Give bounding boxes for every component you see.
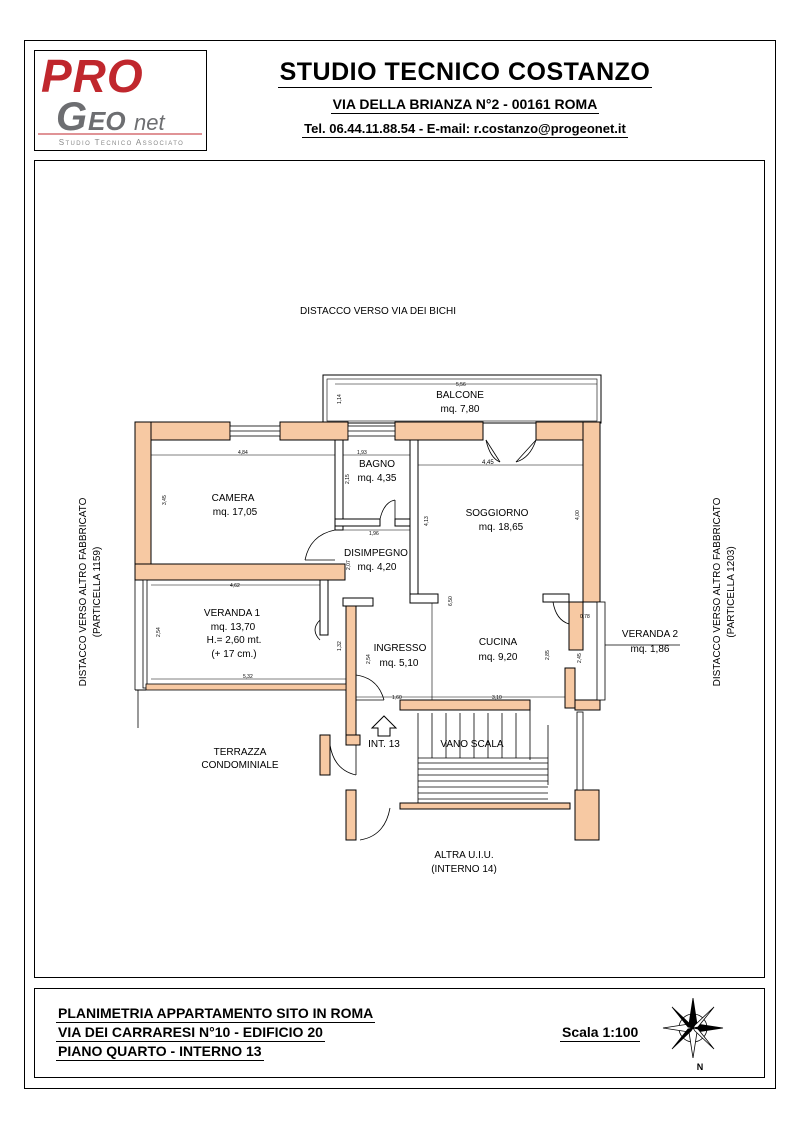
dim-disimpegno-w: 1,96 <box>369 531 379 537</box>
logo-net: net <box>134 110 165 135</box>
south-boundary-label: ALTRA U.I.U. <box>434 850 493 861</box>
footer-frame <box>34 988 765 1078</box>
drawing-frame <box>34 160 765 978</box>
room-veranda1-name: VERANDA 1 <box>204 608 261 619</box>
room-cucina-name: CUCINA <box>479 637 518 648</box>
room-veranda1-area: mq. 13,70 <box>211 622 256 633</box>
north-label: N <box>697 1062 704 1072</box>
entrance-label: INT. 13 <box>368 739 400 750</box>
dim-veranda1-w: 4,62 <box>230 583 240 589</box>
footer-line-2: VIA DEI CARRARESI N°10 - EDIFICIO 20 <box>56 1024 325 1042</box>
east-boundary-sub: (PARTICELLA 1203) <box>726 546 737 637</box>
room-veranda2-name: VERANDA 2 <box>622 629 679 640</box>
dim-ingresso-h: 2,54 <box>366 654 372 664</box>
dim-cucina-w: 3,10 <box>492 695 502 701</box>
room-disimpegno-area: mq. 4,20 <box>358 562 397 573</box>
dim-ingresso-w: 1,60 <box>392 695 402 701</box>
north-boundary-label: DISTACCO VERSO VIA DEI BICHI <box>300 306 456 317</box>
dim-soggiorno-h1: 4,13 <box>424 516 430 526</box>
dim-bagno-h: 2,15 <box>345 474 351 484</box>
west-boundary-label: DISTACCO VERSO ALTRO FABBRICATO <box>78 497 89 686</box>
dim-cucina-h: 2,85 <box>545 650 551 660</box>
west-boundary-sub: (PARTICELLA 1159) <box>92 547 103 638</box>
dim-veranda2-h: 2,45 <box>577 653 583 663</box>
east-boundary-label: DISTACCO VERSO ALTRO FABBRICATO <box>712 497 723 686</box>
studio-name: STUDIO TECNICO COSTANZO <box>277 58 653 88</box>
south-boundary-sub: (INTERNO 14) <box>431 864 497 875</box>
dim-camera-w: 4,84 <box>238 450 248 456</box>
room-balcone-name: BALCONE <box>436 390 484 401</box>
dim-soggiorno-w: 4,45 <box>482 460 494 466</box>
logo-pro: PRO <box>41 52 144 102</box>
studio-contact: Tel. 06.44.11.88.54 - E-mail: r.costanzo… <box>302 121 628 138</box>
room-balcone-area: mq. 7,80 <box>441 404 480 415</box>
room-camera-name: CAMERA <box>212 493 255 504</box>
terrace-label-1: TERRAZZA <box>214 747 267 758</box>
terrace-label-2: CONDOMINIALE <box>201 760 279 771</box>
dim-balcone-w: 5,56 <box>456 382 466 388</box>
room-bagno-area: mq. 4,35 <box>358 473 397 484</box>
dim-balcone-d: 1,14 <box>337 394 343 404</box>
studio-address: VIA DELLA BRIANZA N°2 - 00161 ROMA <box>330 96 600 114</box>
room-veranda2-area: mq. 1,86 <box>631 644 670 655</box>
room-soggiorno-area: mq. 18,65 <box>479 522 524 533</box>
logo-box <box>34 50 207 151</box>
dim-camera-h: 3,45 <box>162 495 168 505</box>
north-arrow-icon: N <box>662 997 724 1072</box>
footer-line-1: PLANIMETRIA APPARTAMENTO SITO IN ROMA <box>56 1005 376 1023</box>
dim-veranda2-w: 0,78 <box>580 614 590 620</box>
footer-line-3: PIANO QUARTO - INTERNO 13 <box>56 1043 264 1061</box>
progeonet-logo: PRO G EO net <box>38 52 202 139</box>
logo-tagline: Studio Tecnico Associato <box>58 138 185 147</box>
logo-g: G <box>56 95 87 139</box>
dim-veranda1-h: 2,54 <box>156 627 162 637</box>
dim-veranda1-b: 5,32 <box>243 674 253 680</box>
room-disimpegno-name: DISIMPEGNO <box>344 548 408 559</box>
room-cucina-area: mq. 9,20 <box>479 652 518 663</box>
dim-bagno-w: 1,93 <box>357 450 367 456</box>
outer-border <box>24 40 776 1089</box>
room-bagno-name: BAGNO <box>359 459 395 470</box>
room-ingresso-name: INGRESSO <box>374 643 427 654</box>
logo-eo: EO <box>88 106 126 136</box>
room-camera-area: mq. 17,05 <box>213 507 258 518</box>
dim-soggiorno-h2: 4,00 <box>575 510 581 520</box>
room-veranda1-note: (+ 17 cm.) <box>211 649 256 660</box>
stair-label: VANO SCALA <box>440 739 503 750</box>
dim-disimpegno-h: 2,07 <box>346 560 352 570</box>
room-ingresso-area: mq. 5,10 <box>380 658 419 669</box>
dim-soggiorno-h3: 6,50 <box>448 596 454 606</box>
dim-ingresso-side: 1,32 <box>337 641 343 651</box>
scale-label: Scala 1:100 <box>560 1024 641 1042</box>
room-soggiorno-name: SOGGIORNO <box>466 508 529 519</box>
room-veranda1-height: H.= 2,60 mt. <box>207 635 262 646</box>
